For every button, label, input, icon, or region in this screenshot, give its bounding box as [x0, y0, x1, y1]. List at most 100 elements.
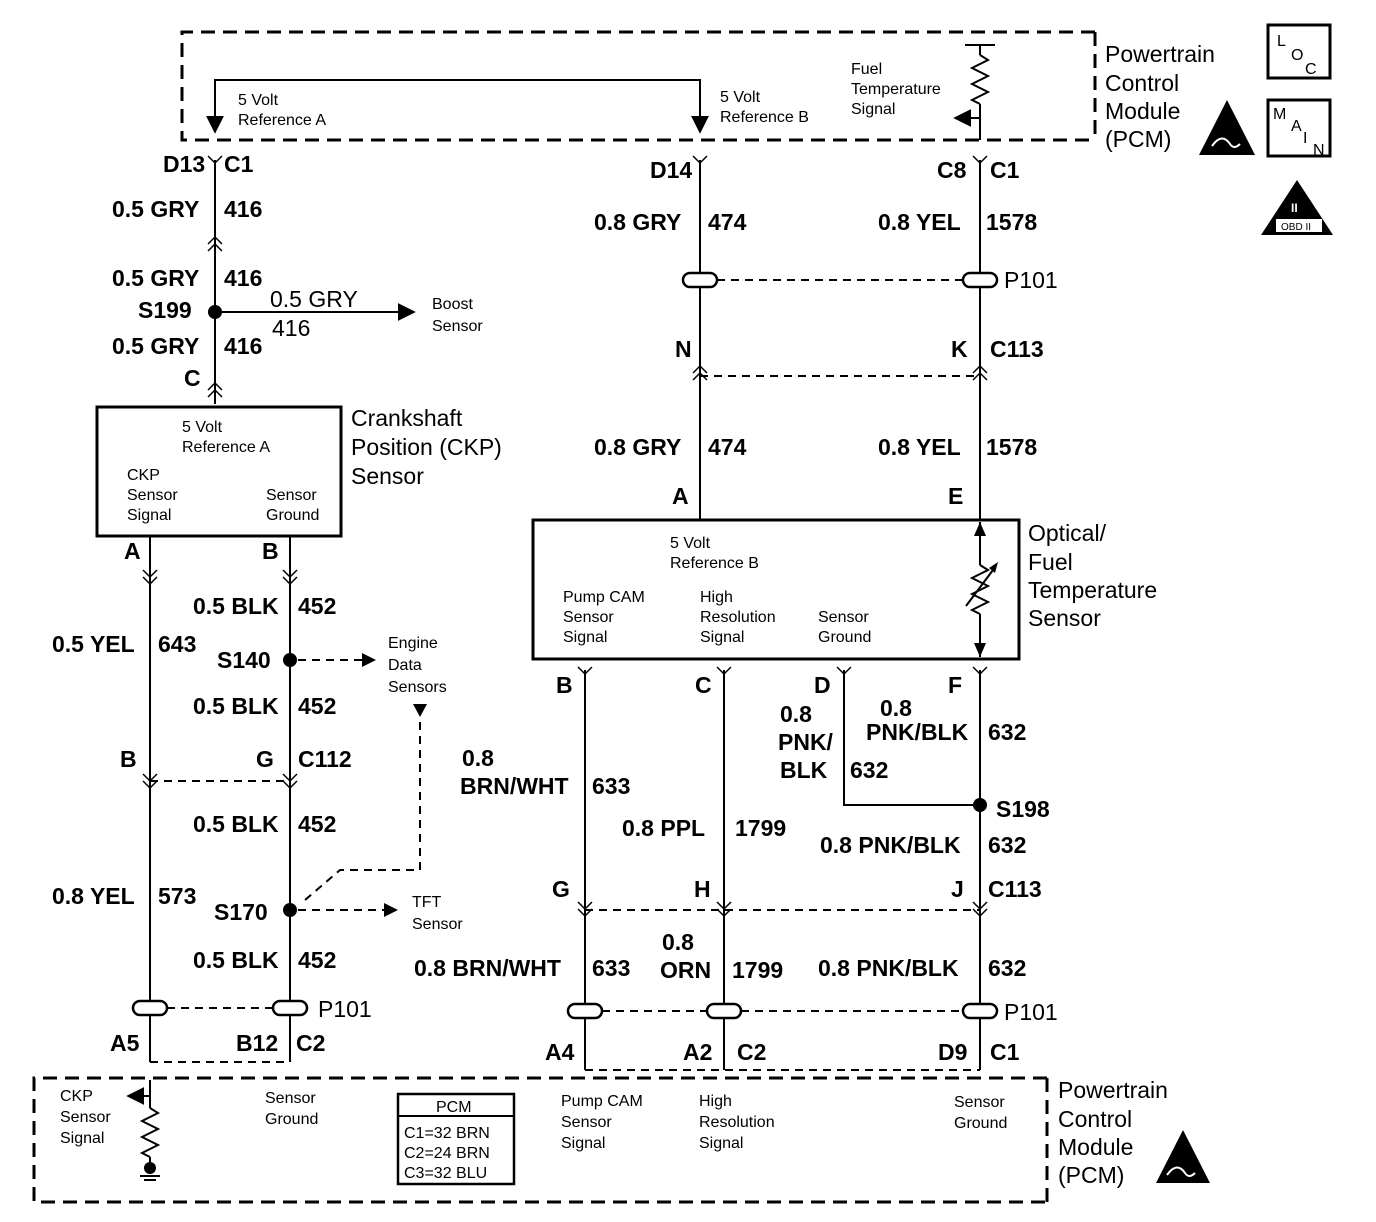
labels-boost-wire: 0.5 GRY [270, 286, 358, 312]
pcm-top-ref-a-lines-1: Reference A [238, 112, 326, 129]
badges-loc-1: O [1291, 47, 1303, 64]
badges-main-0: M [1273, 106, 1286, 123]
labels-s170: S170 [214, 899, 268, 925]
optical-sensor-title-lines-1: Fuel [1028, 549, 1073, 575]
labels-w474-2: 0.8 GRY [594, 434, 681, 460]
pcm-bottom-highres-lines-0: High [699, 1093, 732, 1110]
optical-sensor-highres-lines-0: High [700, 589, 733, 606]
pcm-bottom-ckp-lines-1: Sensor [60, 1109, 111, 1126]
labels-c633-1: 633 [592, 773, 630, 799]
pcm-top-border [180, 30, 1095, 142]
pcm-top-title-lines-1: Control [1105, 70, 1179, 96]
labels-c452-1: 452 [298, 593, 336, 619]
labels-c452-3: 452 [298, 811, 336, 837]
labels-c113-bottom: C113 [988, 876, 1042, 902]
badges-loc-0: L [1277, 33, 1286, 50]
labels-w632-d-1: 0.8 [780, 701, 812, 727]
labels-w416-2: 0.5 GRY [112, 265, 199, 291]
labels-w632-s198: 0.8 PNK/BLK [820, 832, 961, 858]
labels-w643: 0.5 YEL [52, 631, 135, 657]
labels-c416-1: 416 [224, 196, 262, 222]
labels-c1578-1: 1578 [986, 209, 1037, 235]
labels-pin-a-opt: A [672, 483, 689, 509]
pcm-top-ref-b-lines-0: 5 Volt [720, 89, 761, 106]
labels-c632-f: 632 [988, 719, 1026, 745]
labels-a2: A2 [683, 1039, 712, 1065]
labels-w1578-2: 0.8 YEL [878, 434, 961, 460]
labels-c416-3: 416 [224, 333, 262, 359]
splice-s170 [283, 903, 297, 917]
pcm-bottom-legend-title: PCM [436, 1099, 472, 1116]
pcm-bottom-title-lines-1: Control [1058, 1106, 1132, 1132]
labels-c452-2: 452 [298, 693, 336, 719]
badges-obd-1: OBD II [1281, 222, 1311, 233]
labels-w632-f-2: PNK/BLK [866, 719, 969, 745]
pcm-top-title-lines-0: Powertrain [1105, 41, 1215, 67]
optical-sensor-highres-lines-1: Resolution [700, 609, 776, 626]
optical-sensor-title-lines-3: Sensor [1028, 605, 1101, 631]
engine-data-lines-1: Data [388, 657, 422, 674]
ckp-sensor-title-lines-1: Position (CKP) [351, 434, 502, 460]
labels-c112: C112 [298, 746, 352, 772]
labels-c113-top: C113 [990, 336, 1044, 362]
labels-s198: S198 [996, 796, 1050, 822]
ckp-sensor-signal-lines-2: Signal [127, 507, 171, 524]
pcm-bottom-ground2-lines-0: Sensor [954, 1094, 1005, 1111]
optical-sensor-title-lines-2: Temperature [1028, 577, 1157, 603]
pcm-bottom-legend-rows-0: C1=32 BRN [404, 1125, 490, 1142]
pcm-top-ref-a-lines-0: 5 Volt [238, 92, 279, 109]
labels-c1-bottom-right: C1 [990, 1039, 1020, 1065]
labels-c1799-ppl: 1799 [735, 815, 786, 841]
pcm-top-fuel-temp-lines-1: Temperature [851, 81, 941, 98]
thermistor-icon [965, 522, 998, 657]
labels-c452-4: 452 [298, 947, 336, 973]
labels-p101-top: P101 [1004, 267, 1058, 293]
labels-a4: A4 [545, 1039, 575, 1065]
labels-pin-a-ckp: A [124, 538, 141, 564]
esd-warning-icon [1199, 100, 1255, 155]
svg-text:MAIN: MAIN [1273, 106, 1325, 159]
boost-lines-1: Sensor [432, 318, 483, 335]
labels-d13: D13 [163, 151, 205, 177]
pcm-ref-a-label: 5 Volt Reference A [238, 92, 326, 129]
labels-pin-h-c113: H [694, 876, 711, 902]
ckp-sensor-title-lines-2: Sensor [351, 463, 424, 489]
labels-w416-1: 0.5 GRY [112, 196, 199, 222]
ckp-sensor-title-lines-0: Crankshaft [351, 405, 463, 431]
badges-loc-2: C [1305, 61, 1317, 78]
labels-w1799-orn-1: 0.8 [662, 929, 694, 955]
pcm-top-ref-b-lines-1: Reference B [720, 109, 809, 126]
pcm-bottom-highres-lines-2: Signal [699, 1135, 743, 1152]
labels-boost-circ: 416 [272, 315, 310, 341]
connector-p101-right: P101 [566, 999, 1058, 1025]
labels-c643: 643 [158, 631, 196, 657]
pull-up-resistor-icon [953, 44, 995, 140]
labels-pin-b-ckp: B [262, 538, 279, 564]
svg-text:LOC: LOC [1277, 33, 1317, 78]
labels-a5: A5 [110, 1030, 140, 1056]
pcm-bottom-highres-lines-1: Resolution [699, 1114, 775, 1131]
labels-s140: S140 [217, 647, 271, 673]
labels-pin-b-opt: B [556, 672, 573, 698]
ckp-sensor-ref-lines-1: Reference A [182, 439, 270, 456]
labels-pin-e-opt: E [948, 483, 963, 509]
labels-pin-d-opt: D [814, 672, 831, 698]
boost-lines-0: Boost [432, 296, 473, 313]
engine-data-lines-0: Engine [388, 635, 438, 652]
pull-up-resistor-icon [126, 1080, 161, 1181]
main-badge: MAIN [1266, 98, 1332, 159]
loc-badge: LOC [1266, 23, 1332, 80]
splice-s199-label: S199 [138, 297, 192, 323]
